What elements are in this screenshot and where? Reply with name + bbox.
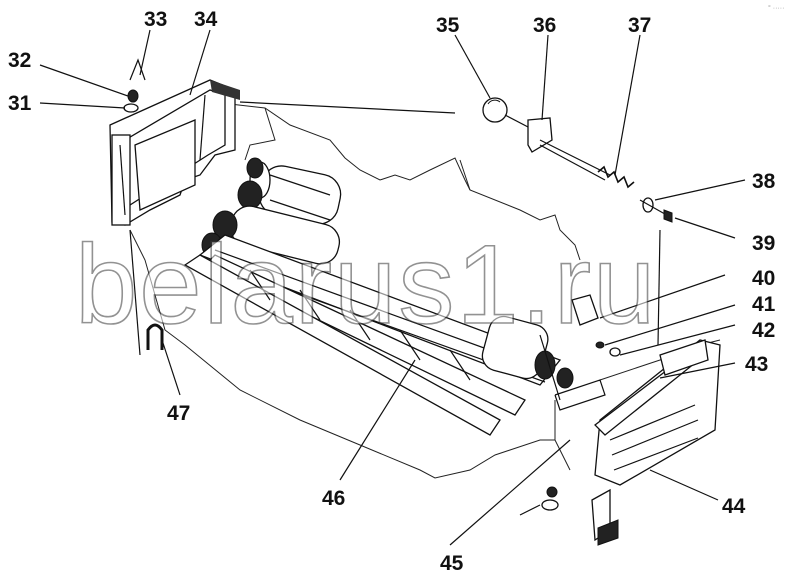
callout-46: 46 (322, 487, 345, 510)
callout-35: 35 (436, 14, 460, 37)
main-auger (183, 234, 574, 436)
callout-43: 43 (745, 353, 768, 376)
upper-rollers (201, 157, 342, 265)
callout-44: 44 (722, 495, 746, 518)
leader-lines (39, 29, 746, 546)
callout-34: 34 (194, 8, 218, 31)
bracket-parts (571, 229, 661, 357)
corner-mark: ° ····· (768, 4, 784, 12)
lever-spring-assembly (239, 97, 673, 223)
callout-40: 40 (752, 267, 775, 290)
callout-37: 37 (628, 14, 651, 37)
side-panel (109, 79, 240, 226)
callout-41: 41 (752, 293, 776, 316)
callout-labels: 32 31 33 34 35 36 37 38 39 40 41 42 43 4… (8, 8, 776, 575)
watermark-text: belarus1.ru (75, 222, 657, 347)
bottom-bracket (519, 486, 619, 546)
callout-36: 36 (533, 14, 556, 37)
u-bolt (129, 229, 164, 356)
frame-housing (129, 99, 721, 479)
callout-47: 47 (167, 402, 190, 425)
callout-42: 42 (752, 319, 775, 342)
callout-45: 45 (440, 552, 464, 575)
callout-38: 38 (752, 170, 776, 193)
callout-39: 39 (752, 232, 775, 255)
callout-32: 32 (8, 49, 31, 72)
callout-31: 31 (8, 92, 32, 115)
callout-33: 33 (144, 8, 167, 31)
front-cover (594, 339, 721, 486)
